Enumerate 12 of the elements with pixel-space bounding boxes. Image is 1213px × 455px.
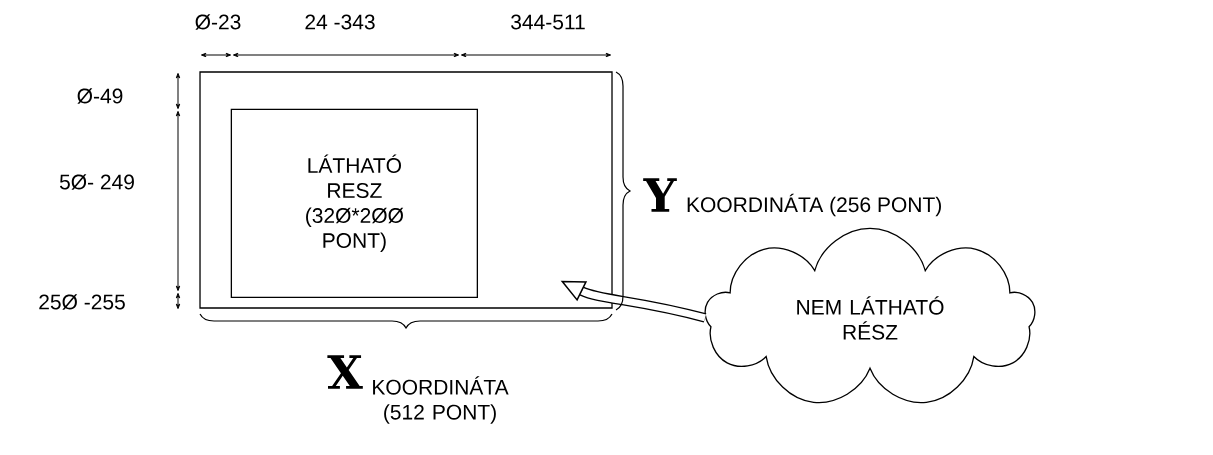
dimension-label: Ø-23: [195, 14, 241, 30]
dimension-label: 24 -343: [305, 14, 375, 30]
screen-frame-box: [199, 71, 613, 309]
axis-letter: Y: [643, 178, 677, 212]
dimension-label: Ø-49: [77, 88, 123, 104]
visible-area-box: LÁTHATÓ RESZ (32Ø*2ØØ PONT): [230, 108, 478, 298]
dimension-label: 25Ø -255: [39, 294, 125, 310]
cloud-callout: NEM LÁTHATÓ RÉSZ: [704, 227, 1036, 404]
dimension-label: 5Ø- 249: [59, 174, 134, 190]
dimension-label: 344-511: [511, 14, 585, 30]
axis-caption: KOORDINÁTA (512 PONT): [373, 376, 509, 424]
axis-letter: X: [327, 355, 363, 389]
